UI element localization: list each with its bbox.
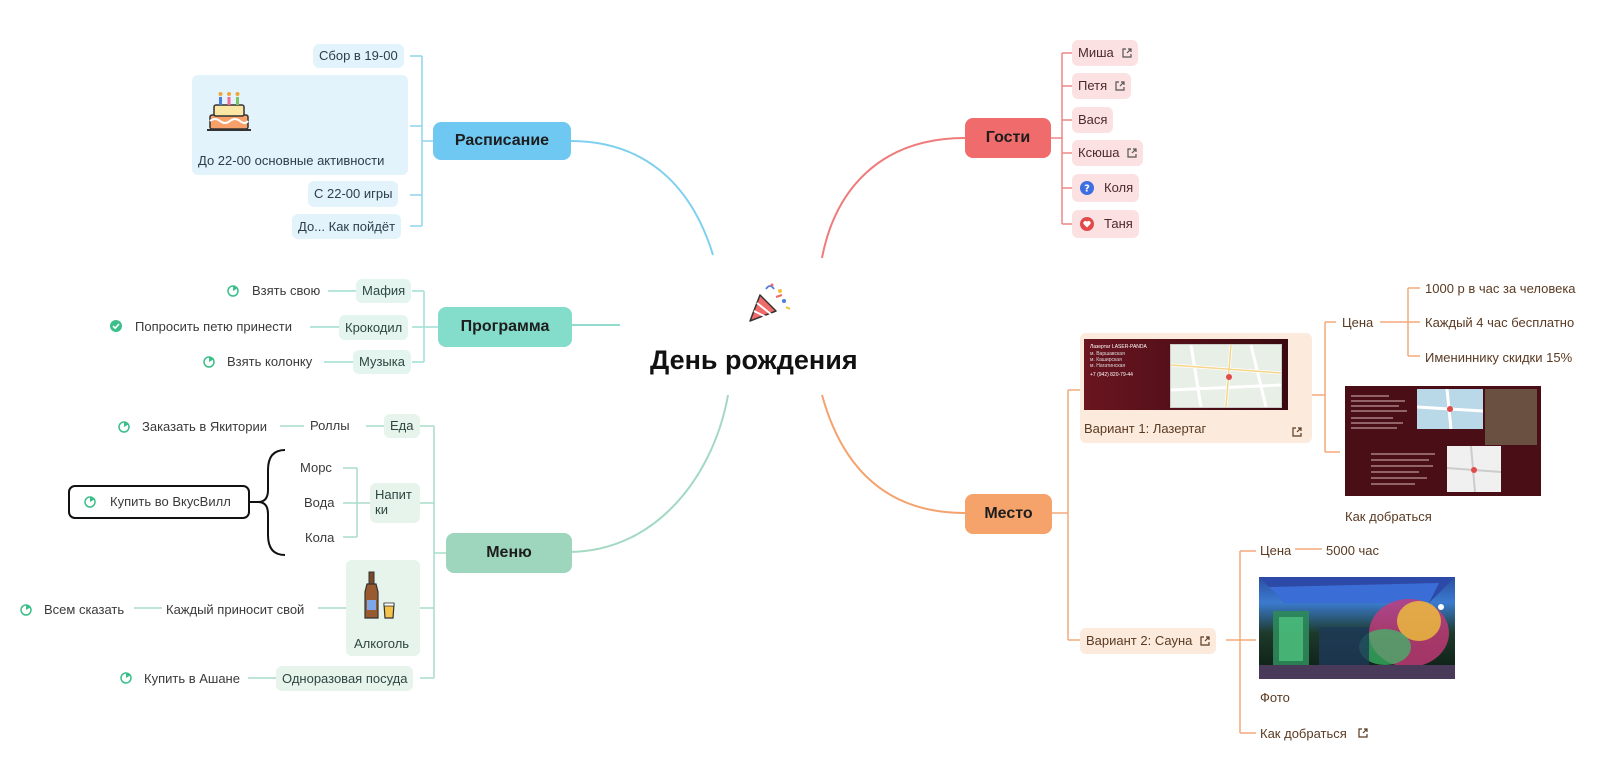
- guest-item[interactable]: Вася: [1072, 107, 1114, 133]
- external-link-icon[interactable]: [1292, 424, 1302, 437]
- card-text: Лазертаг LASER-PANDA: [1090, 344, 1147, 350]
- menu-food-child[interactable]: Роллы: [310, 418, 350, 433]
- guest-name: Миша: [1078, 45, 1114, 60]
- directions-text-block: [1349, 392, 1413, 432]
- schedule-item[interactable]: До... Как пойдёт: [292, 214, 402, 239]
- variant-2-label: Вариант 2: Сауна: [1086, 633, 1193, 648]
- card-text: +7 (942) 820-79-44: [1090, 372, 1133, 378]
- guest-item[interactable]: Петя: [1072, 73, 1132, 99]
- price-label[interactable]: Цена: [1342, 315, 1374, 330]
- guest-item[interactable]: Ксюша: [1072, 140, 1144, 166]
- topic-guests[interactable]: Гости: [965, 118, 1051, 158]
- price-item[interactable]: Каждый 4 час бесплатно: [1425, 315, 1575, 330]
- directions-label-text: Как добраться: [1260, 726, 1347, 741]
- drinks-summary-label: Купить во ВкусВилл: [110, 494, 231, 509]
- task-done-icon: [110, 320, 122, 332]
- drink-item[interactable]: Кола: [305, 530, 335, 545]
- topic-menu[interactable]: Меню: [446, 533, 572, 573]
- directions-photo: [1485, 389, 1537, 445]
- variant-1-label: Вариант 1: Лазертаг: [1084, 421, 1207, 436]
- price-label[interactable]: Цена: [1260, 543, 1292, 558]
- question-marker-icon: ?: [1080, 181, 1094, 195]
- guest-name: Таня: [1104, 216, 1133, 231]
- price-item[interactable]: 5000 час: [1326, 543, 1380, 558]
- svg-text:?: ?: [1084, 184, 1090, 195]
- menu-alcohol-label: Алкоголь: [354, 636, 410, 651]
- task-progress-icon: [203, 356, 215, 368]
- task-progress-icon: [84, 496, 96, 508]
- external-link-icon[interactable]: [1127, 148, 1138, 158]
- topic-program[interactable]: Программа: [438, 307, 572, 347]
- menu-drinks[interactable]: Напит ки: [370, 483, 420, 523]
- menu-food[interactable]: Еда: [384, 414, 420, 438]
- task-progress-icon: [118, 421, 130, 433]
- guest-name: Ксюша: [1078, 145, 1120, 160]
- menu-dishes[interactable]: Одноразовая посуда: [276, 666, 414, 691]
- external-link-icon[interactable]: [1122, 48, 1132, 58]
- external-link-icon[interactable]: [1200, 636, 1210, 646]
- task-label[interactable]: Взять свою: [252, 283, 321, 298]
- task-progress-icon: [20, 604, 32, 616]
- menu-alcohol[interactable]: Алкоголь: [346, 560, 420, 656]
- task-label[interactable]: Взять колонку: [227, 354, 313, 369]
- external-link-icon[interactable]: [1358, 728, 1369, 738]
- guest-item[interactable]: Миша: [1072, 40, 1138, 66]
- task-label[interactable]: Купить в Ашане: [144, 671, 240, 686]
- schedule-item-label: До 22-00 основные активности: [198, 153, 385, 168]
- external-link-icon[interactable]: [1115, 81, 1125, 91]
- task-label[interactable]: Заказать в Якитории: [142, 419, 268, 434]
- drink-item[interactable]: Вода: [304, 495, 335, 510]
- drink-item[interactable]: Морс: [300, 460, 332, 475]
- photo-label[interactable]: Фото: [1260, 690, 1290, 705]
- schedule-item[interactable]: Сбор в 19-00: [313, 44, 404, 68]
- topic-place[interactable]: Место: [965, 494, 1052, 534]
- sauna-photo[interactable]: [1259, 577, 1455, 679]
- drinks-summary[interactable]: Купить во ВкусВилл: [68, 485, 250, 519]
- price-item[interactable]: Имениннику скидки 15%: [1425, 350, 1573, 365]
- heart-marker-icon: [1080, 217, 1094, 231]
- guest-name: Петя: [1078, 78, 1108, 93]
- task-label[interactable]: Всем сказать: [44, 602, 125, 617]
- card-text: м. Каширская: [1090, 357, 1122, 363]
- directions-image[interactable]: [1345, 386, 1541, 496]
- program-item-crocodile[interactable]: Крокодил: [339, 315, 409, 340]
- directions-map-2: [1446, 445, 1502, 493]
- task-progress-icon: [120, 672, 132, 684]
- directions-text-block-2: [1369, 450, 1441, 490]
- directions-label[interactable]: Как добраться: [1260, 726, 1369, 742]
- program-item-mafia[interactable]: Мафия: [356, 279, 412, 303]
- guest-item[interactable]: Таня: [1072, 210, 1139, 238]
- directions-label[interactable]: Как добраться: [1345, 509, 1432, 524]
- program-item-music[interactable]: Музыка: [353, 350, 411, 374]
- guest-name: Коля: [1104, 180, 1134, 195]
- topic-schedule[interactable]: Расписание: [433, 122, 571, 160]
- map-thumbnail: [1170, 344, 1282, 408]
- schedule-item-card[interactable]: До 22-00 основные активности: [192, 75, 408, 175]
- task-progress-icon: [227, 285, 239, 297]
- place-variant-2[interactable]: Вариант 2: Сауна: [1080, 628, 1217, 654]
- place-variant-1[interactable]: Лазертаг LASER-PANDA м. Варшавская м. Ка…: [1080, 333, 1312, 443]
- party-popper-icon: [746, 281, 794, 325]
- central-topic-title[interactable]: День рождения: [650, 345, 858, 375]
- price-item[interactable]: 1000 р в час за человека: [1425, 281, 1576, 296]
- laser-tag-card-image: Лазертаг LASER-PANDA м. Варшавская м. Ка…: [1084, 339, 1288, 410]
- bottle-glass-icon: [362, 570, 402, 622]
- card-text: м. Варшавская: [1090, 351, 1125, 357]
- menu-alcohol-child[interactable]: Каждый приносит свой: [166, 602, 305, 617]
- card-text: м. Нагатинская: [1090, 363, 1126, 369]
- task-label[interactable]: Попросить петю принести: [135, 319, 292, 334]
- menu-drinks-label: Напит ки: [375, 487, 412, 517]
- birthday-cake-icon: [206, 89, 252, 133]
- guest-name: Вася: [1078, 112, 1108, 127]
- schedule-item[interactable]: С 22-00 игры: [308, 181, 399, 207]
- directions-map: [1416, 388, 1484, 430]
- guest-item[interactable]: ? Коля: [1072, 174, 1140, 202]
